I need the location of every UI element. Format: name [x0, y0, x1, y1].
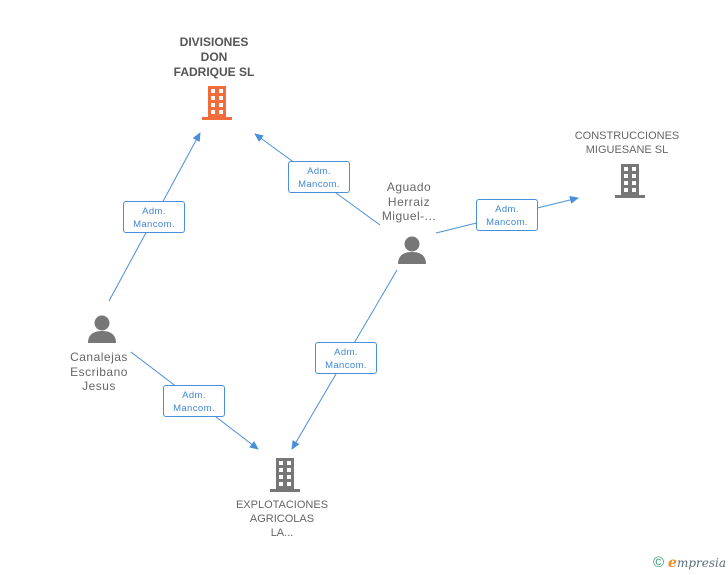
relation-label-aguado-divisiones[interactable]: Adm. Mancom. [288, 161, 350, 193]
person-icon[interactable] [397, 235, 427, 265]
label-line: Escribano [70, 364, 128, 379]
building-icon[interactable] [614, 164, 646, 198]
relation-label-canalejas-divisiones[interactable]: Adm. Mancom. [123, 201, 185, 233]
label-line: Jesus [82, 379, 116, 393]
relation-label-aguado-explotaciones[interactable]: Adm. Mancom. [315, 342, 377, 374]
building-icon[interactable] [201, 86, 233, 120]
label-line: AGRICOLAS [249, 513, 315, 525]
copyright-icon: © [652, 554, 665, 571]
relation-role-detail: Mancom. [133, 219, 175, 230]
relation-role: Adm. [495, 204, 519, 215]
company-label-construcciones[interactable]: CONSTRUCCIONES MIGUESANE SL [567, 129, 687, 157]
brand-logo-initial: e [668, 555, 677, 571]
label-line: Canalejas [70, 350, 128, 364]
company-label-divisiones[interactable]: DIVISIONES DON FADRIQUE SL [158, 35, 270, 80]
relation-role-detail: Mancom. [173, 403, 215, 414]
person-icon[interactable] [87, 314, 117, 344]
company-label-explotaciones[interactable]: EXPLOTACIONES AGRICOLAS LA... [222, 498, 342, 540]
building-icon[interactable] [269, 458, 301, 492]
brand-logo-text: mpresia [676, 556, 726, 570]
relation-role: Adm. [307, 166, 331, 177]
relation-role: Adm. [334, 347, 358, 358]
person-label-canalejas[interactable]: Canalejas Escribano Jesus [54, 350, 144, 394]
relation-role: Adm. [142, 206, 166, 217]
relation-role-detail: Mancom. [298, 179, 340, 190]
label-line: Aguado [386, 180, 432, 194]
relation-role-detail: Mancom. [486, 217, 528, 228]
relation-label-aguado-construcciones[interactable]: Adm. Mancom. [476, 199, 538, 231]
label-line: LA... [270, 527, 294, 539]
label-line: Miguel-... [381, 209, 437, 223]
relation-role: Adm. [182, 390, 206, 401]
label-line: FADRIQUE SL [173, 65, 255, 79]
label-line: MIGUESANE SL [585, 144, 669, 156]
person-label-aguado[interactable]: Aguado Herraiz Miguel-... [364, 180, 454, 224]
label-line: CONSTRUCCIONES [574, 130, 680, 142]
brand-footer[interactable]: ©empresia [653, 554, 726, 571]
label-line: Herraiz [387, 194, 431, 209]
label-line: DIVISIONES [179, 35, 249, 49]
label-line: DON [200, 50, 228, 64]
relation-label-canalejas-explotaciones[interactable]: Adm. Mancom. [163, 385, 225, 417]
label-line: EXPLOTACIONES [235, 499, 329, 511]
relation-role-detail: Mancom. [325, 360, 367, 371]
